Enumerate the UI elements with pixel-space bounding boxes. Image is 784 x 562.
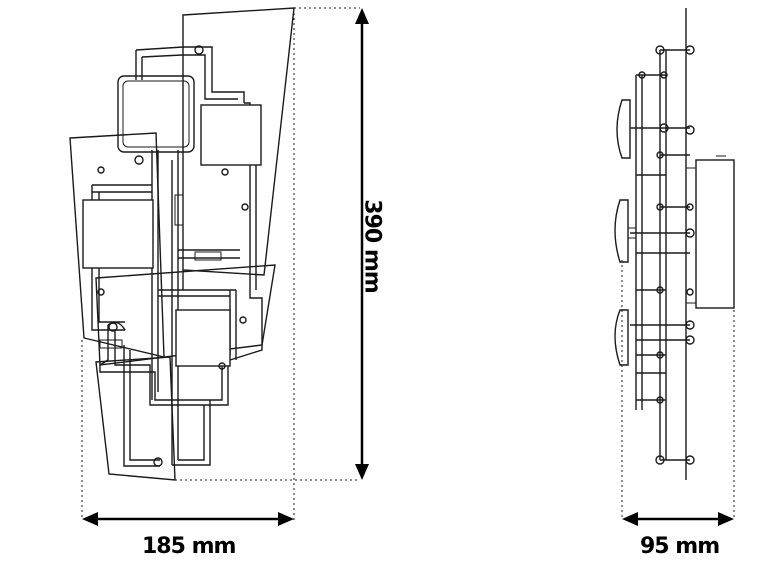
tube-vertical-main (151, 150, 179, 465)
side-backbox (695, 159, 735, 309)
front-plate-top (182, 7, 295, 276)
height-dimension-label: 390 mm (359, 199, 385, 293)
shade-lower (175, 309, 231, 367)
side-rods (630, 45, 695, 465)
front-plate-lower (95, 356, 176, 481)
tube-frame-bottom (99, 321, 229, 467)
width-dimension-arrow (82, 512, 294, 526)
front-fittings (99, 194, 222, 349)
shade-left (82, 199, 154, 269)
tube-square-top (117, 75, 195, 153)
width-dimension-label: 185 mm (142, 534, 236, 559)
tube-frame-top (135, 46, 245, 103)
shade-upper-right (200, 104, 262, 166)
depth-dimension-label: 95 mm (640, 534, 720, 559)
side-shades (614, 99, 637, 366)
side-view (614, 8, 735, 526)
front-view (69, 7, 369, 526)
tube-frame-mid (158, 249, 240, 297)
height-dimension-arrow (355, 8, 369, 480)
front-screws (97, 45, 249, 467)
depth-dimension-arrow (622, 512, 734, 526)
